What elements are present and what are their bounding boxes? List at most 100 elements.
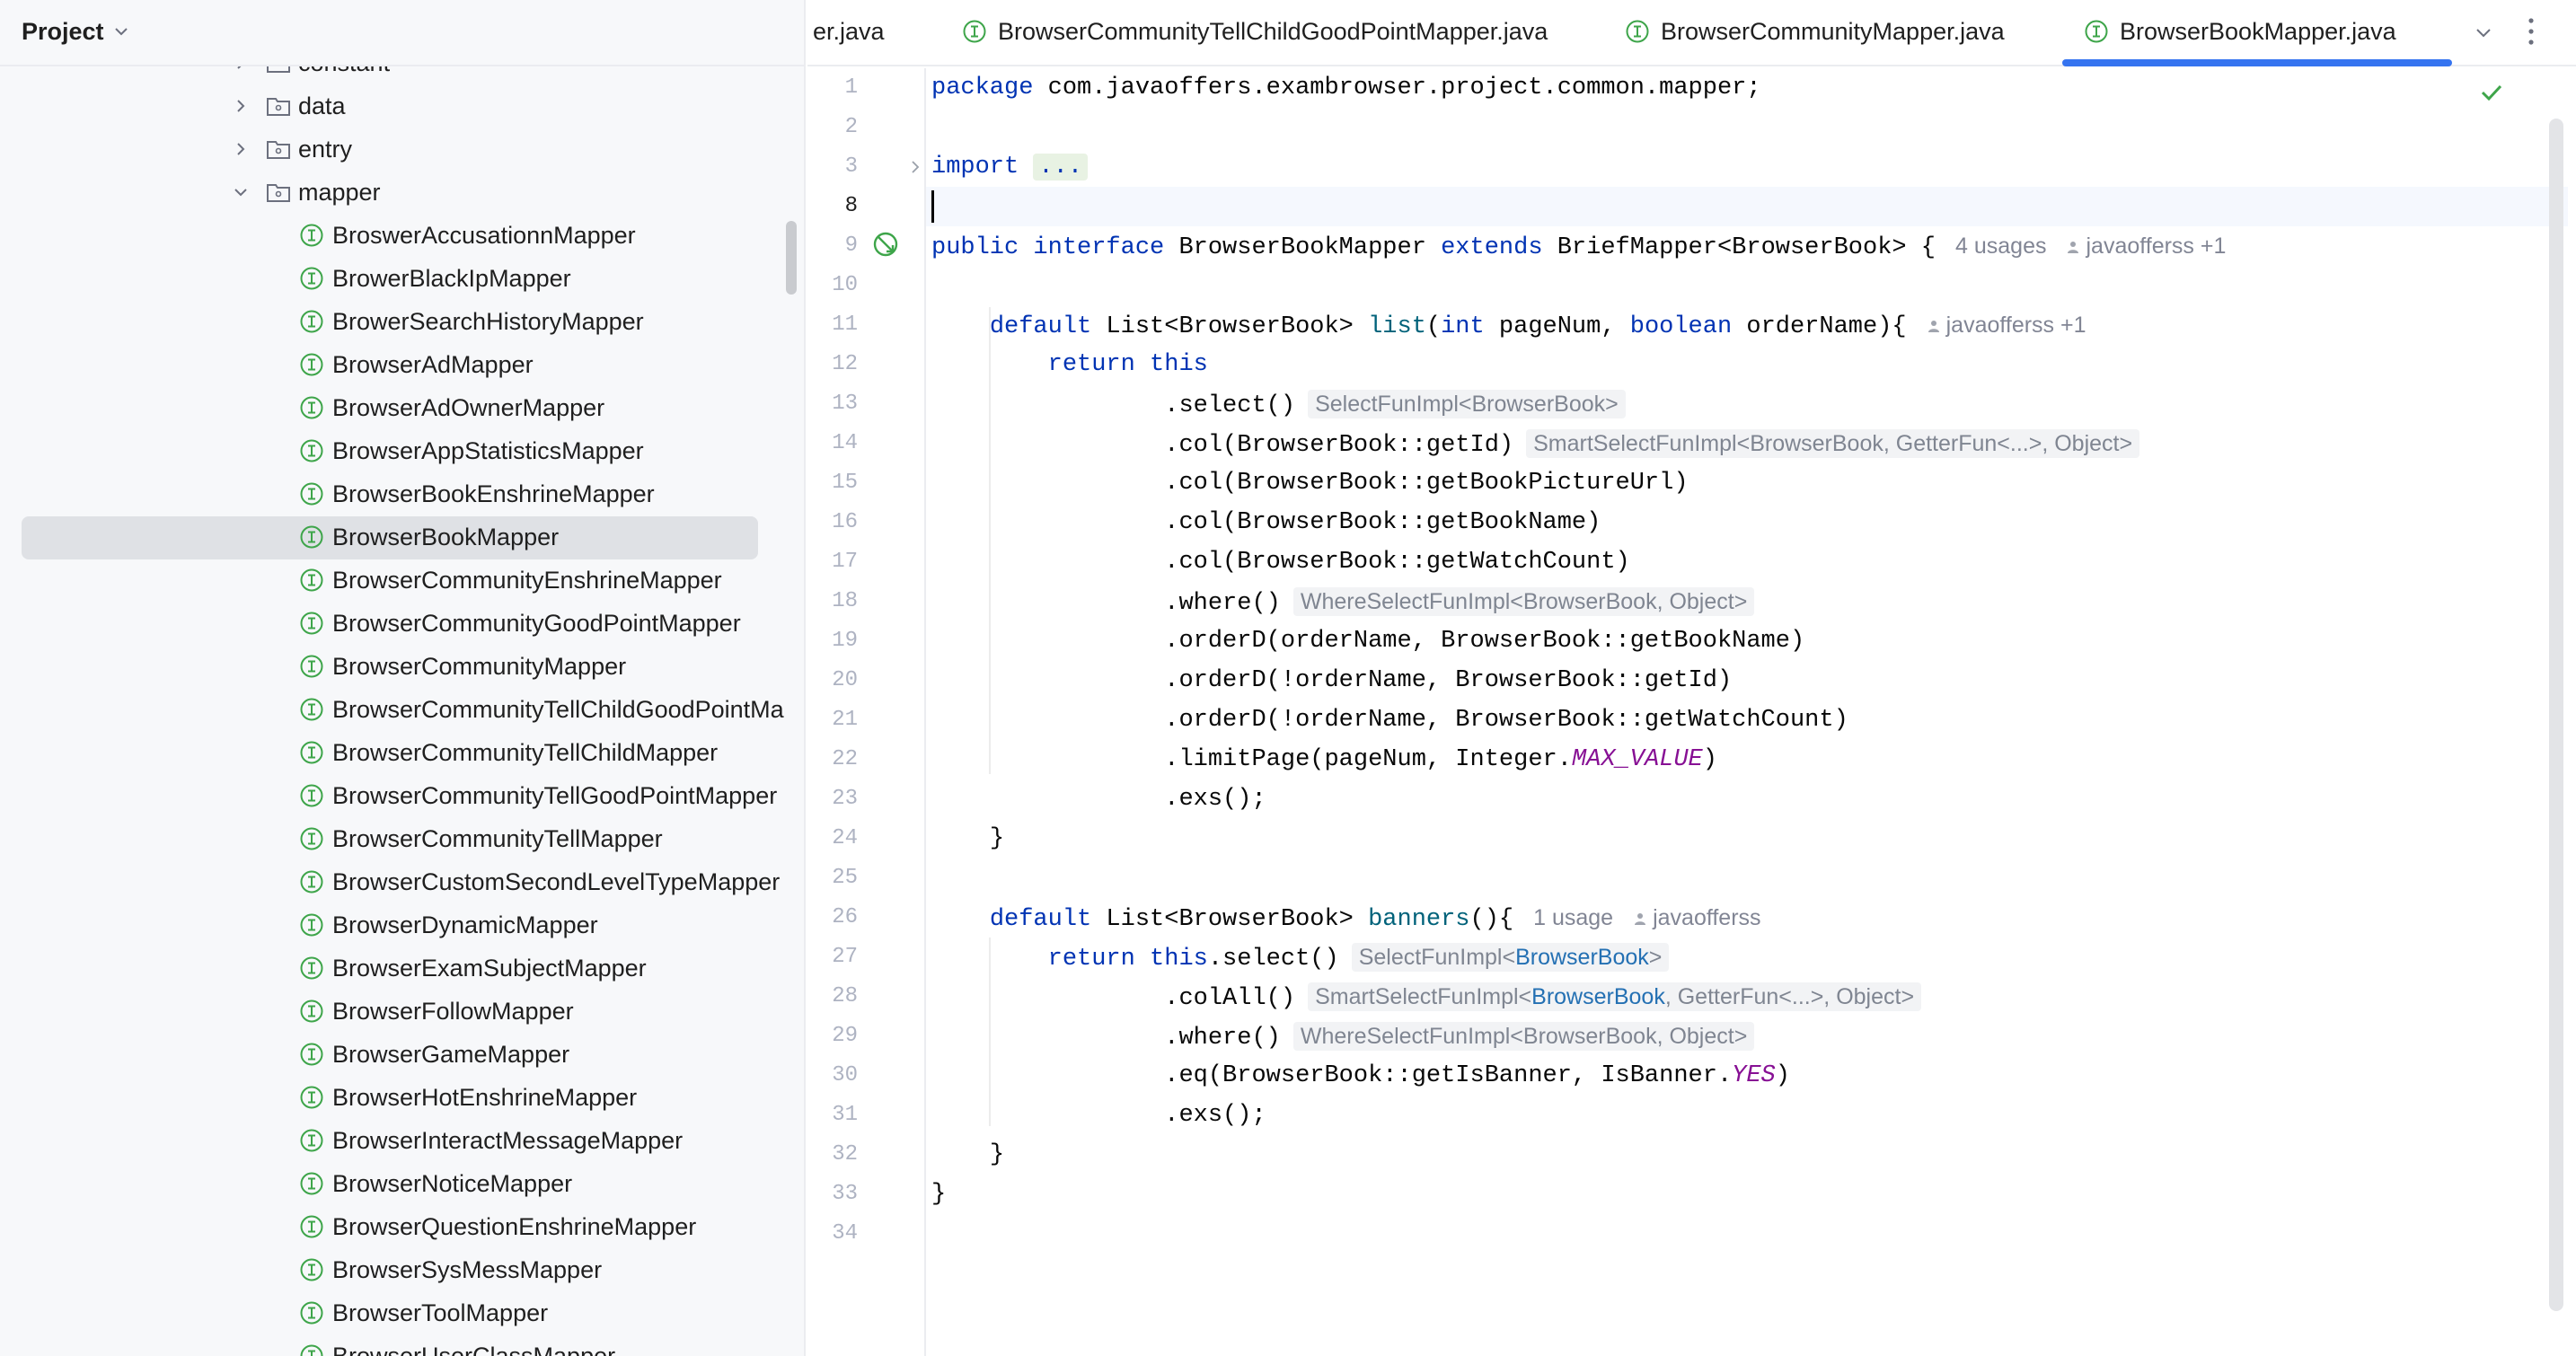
line-number[interactable]: 18	[832, 589, 858, 613]
line-number[interactable]: 33	[832, 1182, 858, 1206]
project-title[interactable]: Project	[22, 18, 104, 45]
tree-file-item[interactable]: BrowserAdOwnerMapper	[0, 386, 804, 429]
tree-folder-mapper[interactable]: mapper	[0, 171, 804, 214]
tree-folder-label: entry	[298, 136, 353, 163]
tab-label: BrowserCommunityMapper.java	[1661, 18, 2005, 45]
line-number[interactable]: 10	[832, 273, 858, 297]
author-hint[interactable]: javaofferss	[1633, 905, 1761, 930]
line-number[interactable]: 8	[844, 194, 858, 218]
line-number[interactable]: 11	[832, 313, 858, 337]
line-number[interactable]: 27	[832, 945, 858, 969]
more-vertical-icon[interactable]	[2527, 16, 2536, 47]
check-icon[interactable]	[2478, 79, 2505, 106]
tree-file-item[interactable]: BrowserDynamicMapper	[0, 903, 804, 947]
tree-file-item[interactable]: BrowerBlackIpMapper	[0, 257, 804, 300]
line-number[interactable]: 19	[832, 629, 858, 653]
line-number[interactable]: 23	[832, 787, 858, 811]
selected-row-highlight	[22, 516, 758, 559]
line-number[interactable]: 30	[832, 1063, 858, 1087]
line-number[interactable]: 22	[832, 747, 858, 771]
line-number[interactable]: 28	[832, 984, 858, 1008]
tree-file-item[interactable]: BrowserQuestionEnshrineMapper	[0, 1205, 804, 1248]
tree-file-label: BrowserToolMapper	[332, 1299, 549, 1326]
line-number[interactable]: 13	[832, 392, 858, 416]
tree-file-item[interactable]: BrowserCommunityTellMapper	[0, 817, 804, 860]
tree-file-item[interactable]: BroswerAccusationnMapper	[0, 214, 804, 257]
tree-file-item[interactable]: BrowserCustomSecondLevelTypeMapper	[0, 860, 804, 903]
interface-icon	[963, 20, 986, 43]
tree-file-item[interactable]: BrowserSysMessMapper	[0, 1248, 804, 1291]
line-number[interactable]: 32	[832, 1142, 858, 1167]
author-hint[interactable]: javaofferss +1	[1927, 313, 2086, 338]
code-line-19: .orderD(orderName, BrowserBook::getBookN…	[1164, 628, 1805, 655]
line-number[interactable]: 12	[832, 352, 858, 376]
tree-file-item[interactable]: BrowserCommunityTellGoodPointMapper	[0, 774, 804, 817]
tree-file-item[interactable]: BrowserExamSubjectMapper	[0, 947, 804, 990]
chevron-down-icon[interactable]	[111, 22, 131, 41]
indent-guide	[989, 307, 991, 774]
line-number[interactable]: 34	[832, 1221, 858, 1246]
tree-file-item[interactable]: BrowserAdMapper	[0, 343, 804, 386]
tree-file-item[interactable]: BrowserGameMapper	[0, 1033, 804, 1076]
code-line-32: }	[989, 1141, 1005, 1168]
editor-scrollbar[interactable]	[2549, 119, 2563, 1311]
code-line-18: .where()WhereSelectFunImpl<BrowserBook, …	[931, 582, 1755, 621]
package-folder-icon	[267, 98, 290, 116]
chevron-down-icon[interactable]	[2472, 22, 2495, 45]
line-number[interactable]: 20	[832, 668, 858, 692]
line-number[interactable]: 2	[844, 115, 858, 139]
tree-scrollbar[interactable]	[786, 221, 797, 295]
line-number[interactable]: 26	[832, 905, 858, 929]
user-icon	[2068, 242, 2079, 253]
tree-file-item[interactable]: BrowserToolMapper	[0, 1291, 804, 1334]
code-editor: er.java BrowserCommunityTellChildGoodPoi…	[807, 0, 2576, 1356]
line-number[interactable]: 14	[832, 431, 858, 455]
tree-file-item[interactable]: BrowserCommunityEnshrineMapper	[0, 559, 804, 602]
tree-file-item[interactable]: BrowerSearchHistoryMapper	[0, 300, 804, 343]
tree-file-item[interactable]: BrowserInteractMessageMapper	[0, 1119, 804, 1162]
line-number[interactable]: 21	[832, 708, 858, 732]
line-number[interactable]: 24	[832, 826, 858, 850]
tree-file-item[interactable]: BrowserCommunityMapper	[0, 645, 804, 688]
line-number[interactable]: 29	[832, 1024, 858, 1048]
chevron-right-icon[interactable]	[231, 139, 251, 159]
tree-file-item[interactable]: BrowserHotEnshrineMapper	[0, 1076, 804, 1119]
line-number[interactable]: 9	[844, 233, 858, 258]
usages-hint[interactable]: 1 usage	[1533, 905, 1614, 930]
tree-file-label: BrowserQuestionEnshrineMapper	[332, 1213, 697, 1240]
line-number[interactable]: 3	[844, 154, 858, 179]
tree-file-item[interactable]: BrowserFollowMapper	[0, 990, 804, 1033]
usages-hint[interactable]: 4 usages	[1955, 233, 2047, 259]
tree-file-item[interactable]: BrowserUserClassMapper	[0, 1334, 804, 1356]
tree-file-item[interactable]: BrowserCommunityTellChildMapper	[0, 731, 804, 774]
fold-expand-icon[interactable]	[907, 159, 923, 175]
line-number[interactable]: 17	[832, 550, 858, 574]
tree-file-label: BrowserCommunityTellChildMapper	[332, 739, 719, 766]
folded-imports[interactable]: ...	[1033, 154, 1089, 181]
line-number[interactable]: 1	[844, 75, 858, 100]
package-folder-icon	[267, 141, 290, 159]
tree-file-item[interactable]: BrowserCommunityGoodPointMapper	[0, 602, 804, 645]
interface-icon	[300, 999, 323, 1023]
tree-file-item[interactable]: BrowserBookEnshrineMapper	[0, 472, 804, 515]
line-number[interactable]: 25	[832, 866, 858, 890]
code-line-28: .colAll()SmartSelectFunImpl<BrowserBook,…	[931, 977, 1922, 1017]
indent-guide	[989, 938, 991, 1126]
tree-folder-entry[interactable]: entry	[0, 128, 804, 171]
implemented-by-icon[interactable]	[870, 229, 901, 260]
tree-file-item[interactable]: BrowserCommunityTellChildGoodPointMa	[0, 688, 804, 731]
author-hint[interactable]: javaofferss +1	[2066, 233, 2226, 259]
tree-file-item[interactable]: BrowserNoticeMapper	[0, 1162, 804, 1205]
line-number[interactable]: 15	[832, 471, 858, 495]
chevron-right-icon[interactable]	[231, 96, 251, 116]
tree-folder-data[interactable]: data	[0, 84, 804, 128]
tree-file-label: BrowserUserClassMapper	[332, 1343, 616, 1356]
interface-icon	[300, 913, 323, 937]
line-number[interactable]: 31	[832, 1103, 858, 1127]
tree-file-label: BrowserCommunityEnshrineMapper	[332, 567, 722, 594]
tree-file-item[interactable]: BrowserBookMapper	[0, 515, 804, 559]
line-number[interactable]: 16	[832, 510, 858, 534]
tree-file-item[interactable]: BrowserAppStatisticsMapper	[0, 429, 804, 472]
chevron-down-icon[interactable]	[231, 182, 251, 202]
tree-file-label: BrowserAdMapper	[332, 351, 534, 378]
